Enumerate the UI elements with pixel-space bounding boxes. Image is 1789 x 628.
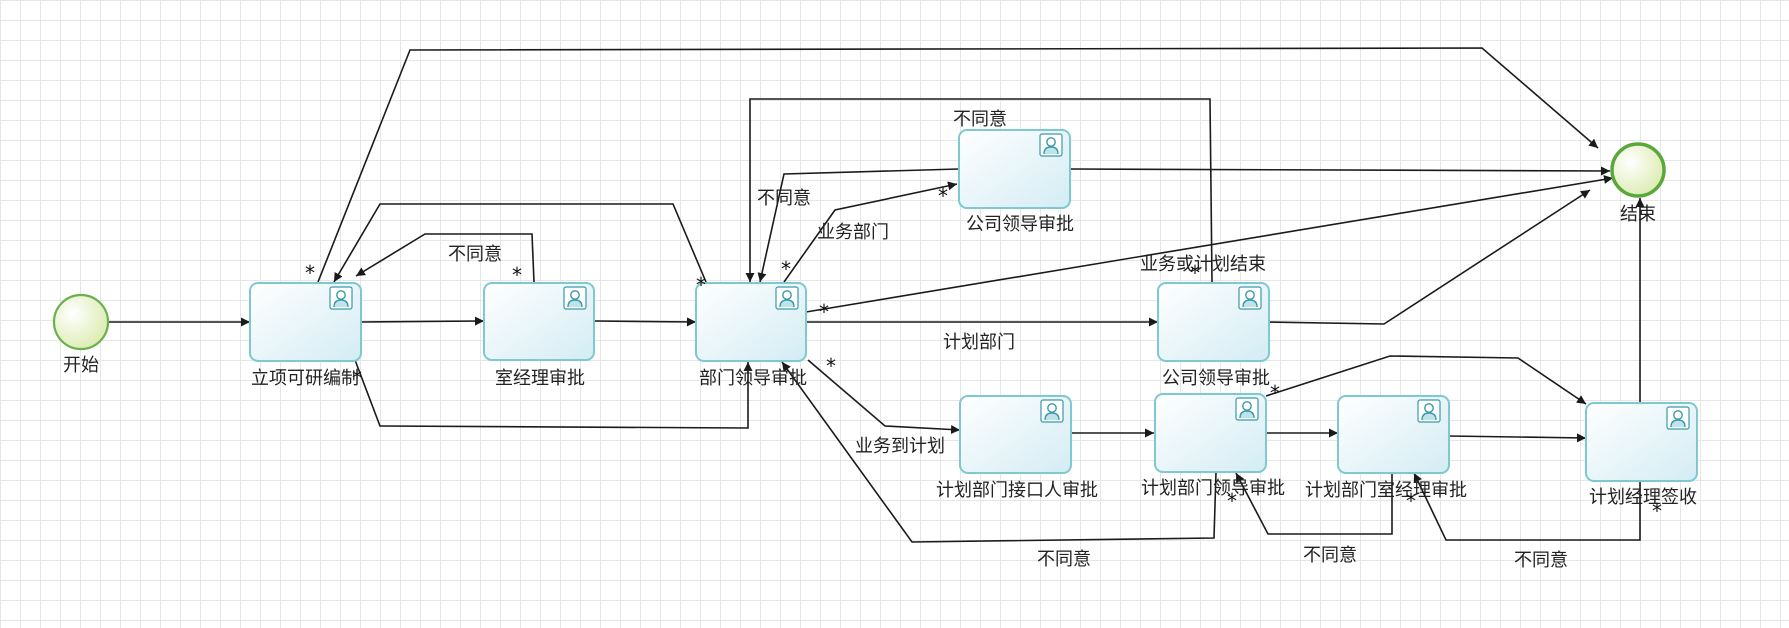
- task-jihua-lingdao[interactable]: 计划部门领导审批: [1141, 393, 1285, 499]
- star-marker: *: [1406, 489, 1416, 513]
- edge-shijingli-back-to-lixiang: [355, 233, 535, 283]
- edge-lixiang-to-end-top: [317, 47, 1599, 283]
- edge-label-disagree-bottom2: 不同意: [1303, 545, 1357, 566]
- edge-bumen-to-jiekou: [807, 359, 961, 435]
- task-label-jiekou: 计划部门接口人审批: [936, 480, 1098, 501]
- user-task-icon: [1235, 397, 1259, 421]
- task-label-gongsi-mid: 公司领导审批: [1162, 368, 1270, 389]
- star-marker: *: [781, 257, 791, 281]
- task-label-gongsi-top: 公司领导审批: [966, 214, 1074, 235]
- user-task-icon: [329, 286, 353, 310]
- star-marker: *: [305, 261, 315, 285]
- task-jiekou[interactable]: 计划部门接口人审批: [936, 395, 1098, 501]
- task-jingli-qianshou[interactable]: 计划经理签收: [1585, 402, 1698, 508]
- edge-label-disagree-bottom1: 不同意: [1037, 549, 1091, 570]
- star-marker: *: [938, 184, 948, 208]
- user-task-icon: [1666, 406, 1690, 430]
- task-label-shijingli: 室经理审批: [495, 368, 585, 389]
- star-marker: *: [826, 354, 836, 378]
- user-task-icon: [563, 286, 587, 310]
- task-label-lixiang: 立项可研编制: [251, 368, 359, 389]
- edge-gongsi-mid-back-to-bumen: [745, 98, 1213, 283]
- edge-label-yewu-to-jihua: 业务到计划: [855, 436, 945, 457]
- edge-bumen-to-gongsi-top: [783, 181, 958, 283]
- edge-markers: * * * * * * * * * * * * *: [305, 184, 1662, 523]
- edge-label-yewu-bumen: 业务部门: [817, 222, 889, 243]
- user-task-icon: [1238, 286, 1262, 310]
- edge-lixiang-to-bumen-bottom: [354, 359, 753, 429]
- user-task-icon: [1040, 399, 1064, 423]
- start-event[interactable]: 开始: [52, 293, 110, 376]
- edge-lixiang-to-shijingli: [360, 316, 485, 326]
- edge-jihua-shi-back-to-jihua-lingdao: [1235, 472, 1393, 535]
- start-event-icon: [52, 293, 110, 351]
- edge-label-disagree-bottom3: 不同意: [1514, 550, 1568, 571]
- task-label-bumen: 部门领导审批: [699, 368, 807, 389]
- start-label: 开始: [63, 355, 99, 376]
- edges: [108, 47, 1645, 543]
- end-event[interactable]: 结束: [1610, 142, 1666, 225]
- edge-bumen-back-to-lixiang: [333, 203, 707, 283]
- task-gongsi-mid[interactable]: 公司领导审批: [1157, 282, 1270, 389]
- star-marker: *: [1652, 499, 1662, 523]
- edge-shijingli-to-bumen: [593, 317, 697, 327]
- star-marker: *: [819, 300, 829, 324]
- edge-label-disagree-shijingli: 不同意: [448, 244, 502, 265]
- edge-label-yewu-jihua-end: 业务或计划结束: [1140, 254, 1266, 275]
- edge-label-jihua-bumen: 计划部门: [943, 332, 1015, 353]
- edge-qianshou-back-to-jihua-shi: [1413, 472, 1641, 541]
- user-task-icon: [1417, 399, 1441, 423]
- task-label-jihua-shi: 计划部门室经理审批: [1305, 480, 1467, 501]
- star-marker: *: [512, 263, 522, 287]
- edge-labels: 不同意 不同意 不同意 业务部门 业务或计划结束 计划部门 业务到计划 不同意 …: [448, 109, 1568, 571]
- task-label-jihua-lingdao: 计划部门领导审批: [1141, 478, 1285, 499]
- edge-jihua-lingdao-to-qianshou-top: [1265, 355, 1587, 405]
- edge-gongsi-top-to-end: [1069, 166, 1611, 176]
- star-marker: *: [352, 366, 362, 390]
- edge-jihua-shi-to-qianshou: [1447, 433, 1587, 443]
- star-marker: *: [1270, 381, 1280, 405]
- edge-label-disagree-top: 不同意: [953, 109, 1007, 130]
- edge-bumen-to-end: [805, 175, 1614, 313]
- edge-jihua-lingdao-back-to-bumen: [781, 361, 1217, 543]
- task-jihua-shi[interactable]: 计划部门室经理审批: [1305, 395, 1467, 501]
- task-bumen[interactable]: 部门领导审批: [695, 282, 807, 389]
- edge-gongsi-top-back-to-bumen: [757, 168, 960, 283]
- task-shijingli[interactable]: 室经理审批: [483, 282, 595, 389]
- edge-label-disagree-left: 不同意: [757, 188, 811, 209]
- end-label: 结束: [1620, 204, 1656, 225]
- star-marker: *: [1190, 261, 1200, 285]
- edge-gongsi-mid-to-end: [1267, 189, 1591, 325]
- star-marker: *: [696, 273, 706, 297]
- task-lixiang[interactable]: 立项可研编制: [249, 282, 362, 389]
- task-gongsi-top[interactable]: 公司领导审批: [958, 129, 1074, 235]
- end-event-icon: [1610, 142, 1666, 198]
- task-label-jingli-qianshou: 计划经理签收: [1589, 487, 1697, 508]
- user-task-icon: [775, 286, 799, 310]
- star-marker: *: [1227, 489, 1237, 513]
- user-task-icon: [1039, 133, 1063, 157]
